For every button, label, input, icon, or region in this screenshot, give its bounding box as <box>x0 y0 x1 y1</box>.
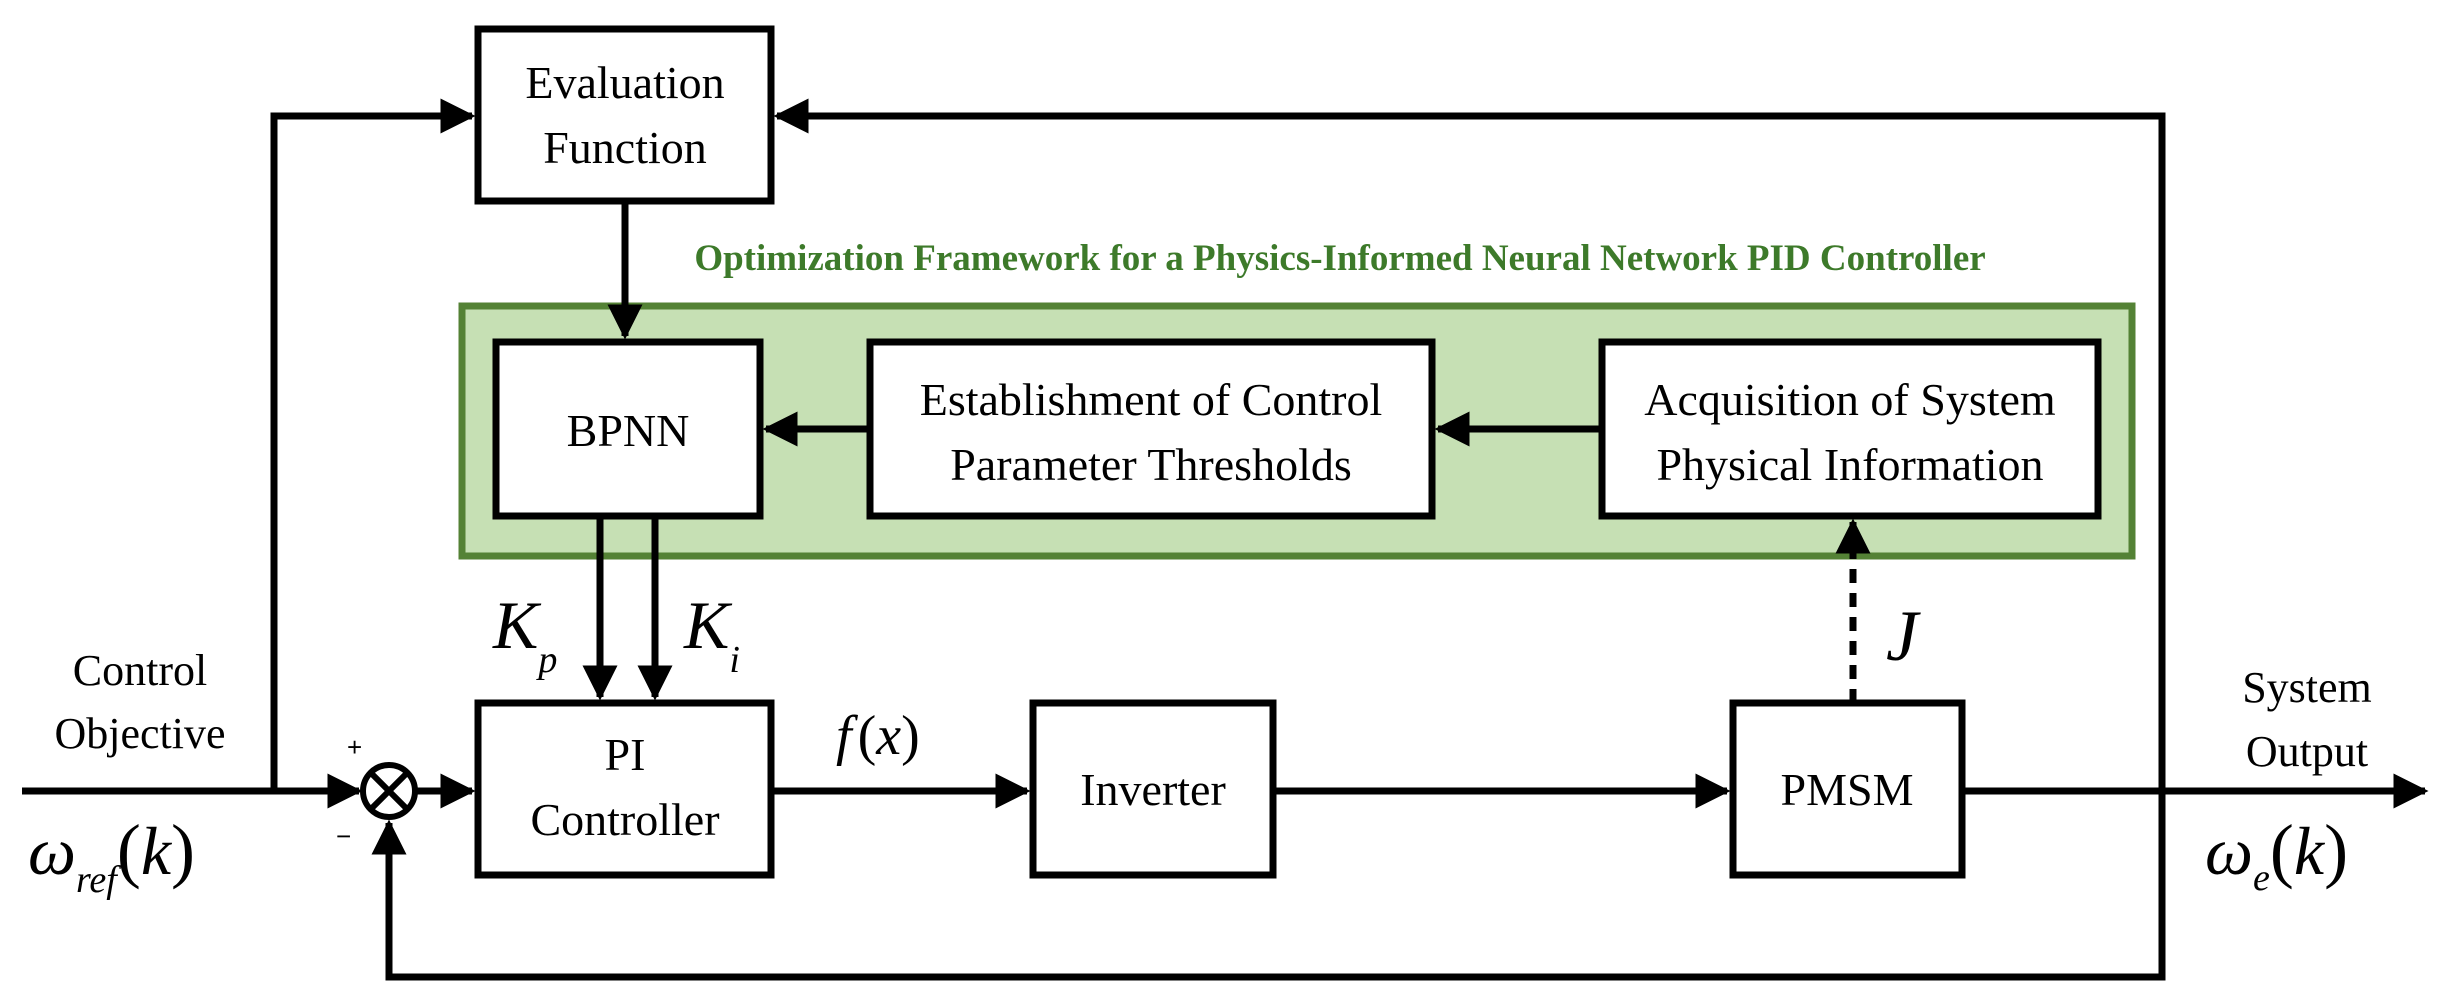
pmsm-block <box>1729 699 1966 879</box>
framework-title: Optimization Framework for a Physics-Inf… <box>694 238 1985 279</box>
fx-label: f(x) <box>836 705 920 767</box>
inverter-label: Inverter <box>1080 764 1226 815</box>
summing-junction <box>360 762 418 820</box>
thresholds-label-line2: Parameter Thresholds <box>950 439 1352 490</box>
ki-label: Ki <box>683 587 740 681</box>
acquisition-label-line1: Acquisition of System <box>1644 374 2056 425</box>
output-label-line2: Output <box>2246 727 2368 776</box>
evaluation-label-line2: Function <box>543 122 707 173</box>
feedback-to-junction-arrow <box>371 791 2166 981</box>
input-label-line2: Objective <box>54 709 225 758</box>
omega-ref-label: ωref(k) <box>28 810 195 901</box>
thresholds-block <box>866 338 1436 520</box>
feedback-to-evaluation-arrow <box>773 98 2166 791</box>
reference-to-evaluation-arrow <box>270 98 476 791</box>
plus-sign: + <box>347 732 362 762</box>
bpnn-label: BPNN <box>567 405 690 456</box>
omega-e-label: ωe(k) <box>2205 810 2348 899</box>
acquisition-label-line2: Physical Information <box>1656 439 2043 490</box>
pi-label-line1: PI <box>605 729 646 780</box>
pi-controller-block <box>474 699 775 879</box>
acquisition-block <box>1598 338 2102 520</box>
evaluation-function-block <box>474 25 775 205</box>
bpnn-block <box>492 338 764 520</box>
kp-label: Kp <box>492 587 557 681</box>
input-label-line1: Control <box>73 646 207 695</box>
j-label: J <box>1886 596 1921 676</box>
thresholds-label-line1: Establishment of Control <box>920 374 1383 425</box>
evaluation-label-line1: Evaluation <box>525 57 724 108</box>
inverter-block <box>1029 699 1277 879</box>
pmsm-label: PMSM <box>1781 764 1914 815</box>
minus-sign: − <box>336 821 351 851</box>
output-label-line1: System <box>2242 663 2372 712</box>
pi-label-line2: Controller <box>530 794 719 845</box>
